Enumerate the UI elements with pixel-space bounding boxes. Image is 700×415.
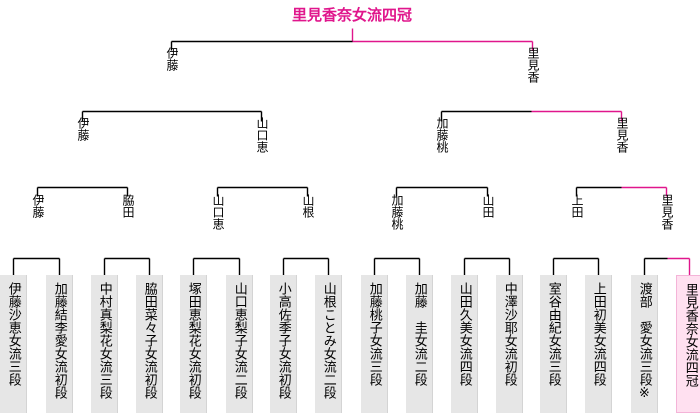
player-box: 室谷由紀女流三段 [540,275,567,413]
player-name: 加藤 圭女流二段 [411,282,427,386]
player-name: 渡部 愛女流三段※ [636,282,652,401]
quarterfinalist-label: 山口恵 [211,194,225,230]
player-name: 中村真梨花女流三段 [96,282,112,399]
semifinalist-label: 里見香 [615,117,629,153]
quarterfinalist-label: 山根 [301,194,315,218]
champion-title: 里見香奈女流四冠 [291,6,412,24]
quarterfinalist-label: 里見香 [660,194,674,230]
player-name: 山田久美女流四段 [456,282,472,386]
semifinalist-label: 加藤桃 [435,117,449,153]
player-box: 中村真梨花女流三段 [91,275,118,413]
player-box: 山根ことみ女流二段 [315,275,342,413]
player-box: 加藤結李愛女流初段 [46,275,73,413]
player-name: 山口恵梨子女流二段 [231,282,247,399]
player-box: 塚田恵梨花女流初段 [180,275,207,413]
player-box: 小高佐季子女流初段 [270,275,297,413]
player-name: 小高佐季子女流初段 [275,282,291,399]
player-name: 加藤桃子女流三段 [366,282,382,386]
player-box: 加藤 圭女流二段 [406,275,433,413]
finalist-left-label: 伊藤 [165,47,179,71]
player-name: 塚田恵梨花女流初段 [185,282,201,399]
player-box: 加藤桃子女流三段 [361,275,388,413]
quarterfinalist-label: 上田 [570,194,584,218]
player-name: 山根ことみ女流二段 [320,282,336,399]
player-name: 伊藤沙恵女流三段 [5,282,21,386]
player-name: 上田初美女流四段 [590,282,606,386]
player-box: 山田久美女流四段 [451,275,478,413]
player-name: 室谷由紀女流三段 [545,282,561,386]
quarterfinalist-label: 山田 [481,194,495,218]
finalist-right-label: 里見香 [526,47,540,83]
quarterfinalist-label: 伊藤 [31,194,45,218]
player-box: 脇田菜々子女流初段 [136,275,163,413]
champion-player-box: 里見香奈女流四冠 [676,275,700,413]
semifinalist-label: 山口恵 [255,117,269,153]
player-box: 山口恵梨子女流二段 [226,275,253,413]
player-name: 加藤結李愛女流初段 [51,282,67,399]
player-box: 伊藤沙恵女流三段 [0,275,27,413]
player-box: 中澤沙耶女流初段 [496,275,523,413]
player-name: 中澤沙耶女流初段 [501,282,517,386]
player-box: 渡部 愛女流三段※ [631,275,658,413]
player-name: 脇田菜々子女流初段 [141,282,157,399]
quarterfinalist-label: 加藤桃 [390,194,404,230]
player-name: 里見香奈女流四冠 [682,283,698,387]
quarterfinalist-label: 脇田 [121,194,135,218]
player-box: 上田初美女流四段 [585,275,612,413]
semifinalist-label: 伊藤 [76,117,90,141]
